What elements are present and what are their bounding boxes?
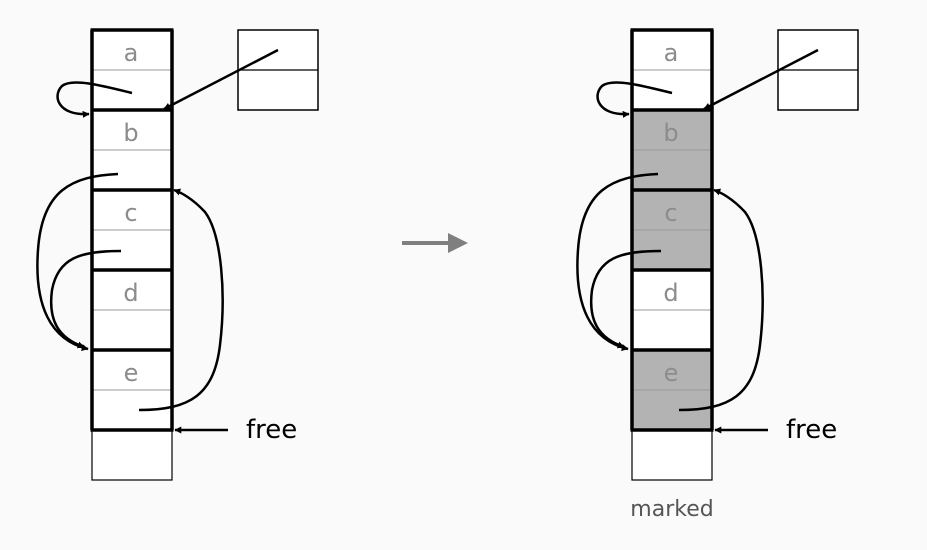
free-cell — [91, 429, 173, 481]
root-to-b-arrow — [703, 48, 819, 111]
b-to-e-arrow — [576, 172, 659, 351]
object-label-c: c — [124, 199, 137, 227]
object-label-d: d — [663, 279, 678, 307]
e-to-c-arrow — [138, 188, 224, 412]
heap-after: a b c d e free marked — [576, 28, 859, 522]
free-label: free — [246, 415, 297, 445]
object-label-b: b — [663, 119, 678, 147]
b-to-e-arrow — [36, 172, 119, 351]
object-label-e: e — [664, 359, 679, 387]
c-to-e-arrow — [49, 249, 122, 349]
object-label-a: a — [664, 39, 679, 67]
object-label-d: d — [123, 279, 138, 307]
marked-caption: marked — [630, 497, 713, 522]
a-self-arrow — [56, 81, 133, 118]
object-label-b: b — [123, 119, 138, 147]
object-label-a: a — [124, 39, 139, 67]
root-to-b-arrow — [163, 48, 279, 111]
object-label-e: e — [124, 359, 139, 387]
object-label-c: c — [664, 199, 677, 227]
free-label: free — [786, 415, 837, 445]
a-self-arrow — [596, 81, 673, 118]
root-box — [237, 29, 319, 111]
free-cell — [631, 429, 713, 481]
e-to-c-arrow — [678, 188, 764, 412]
heap-before: a b c d e free — [36, 28, 319, 481]
root-box — [777, 29, 859, 111]
c-to-e-arrow — [589, 249, 662, 349]
